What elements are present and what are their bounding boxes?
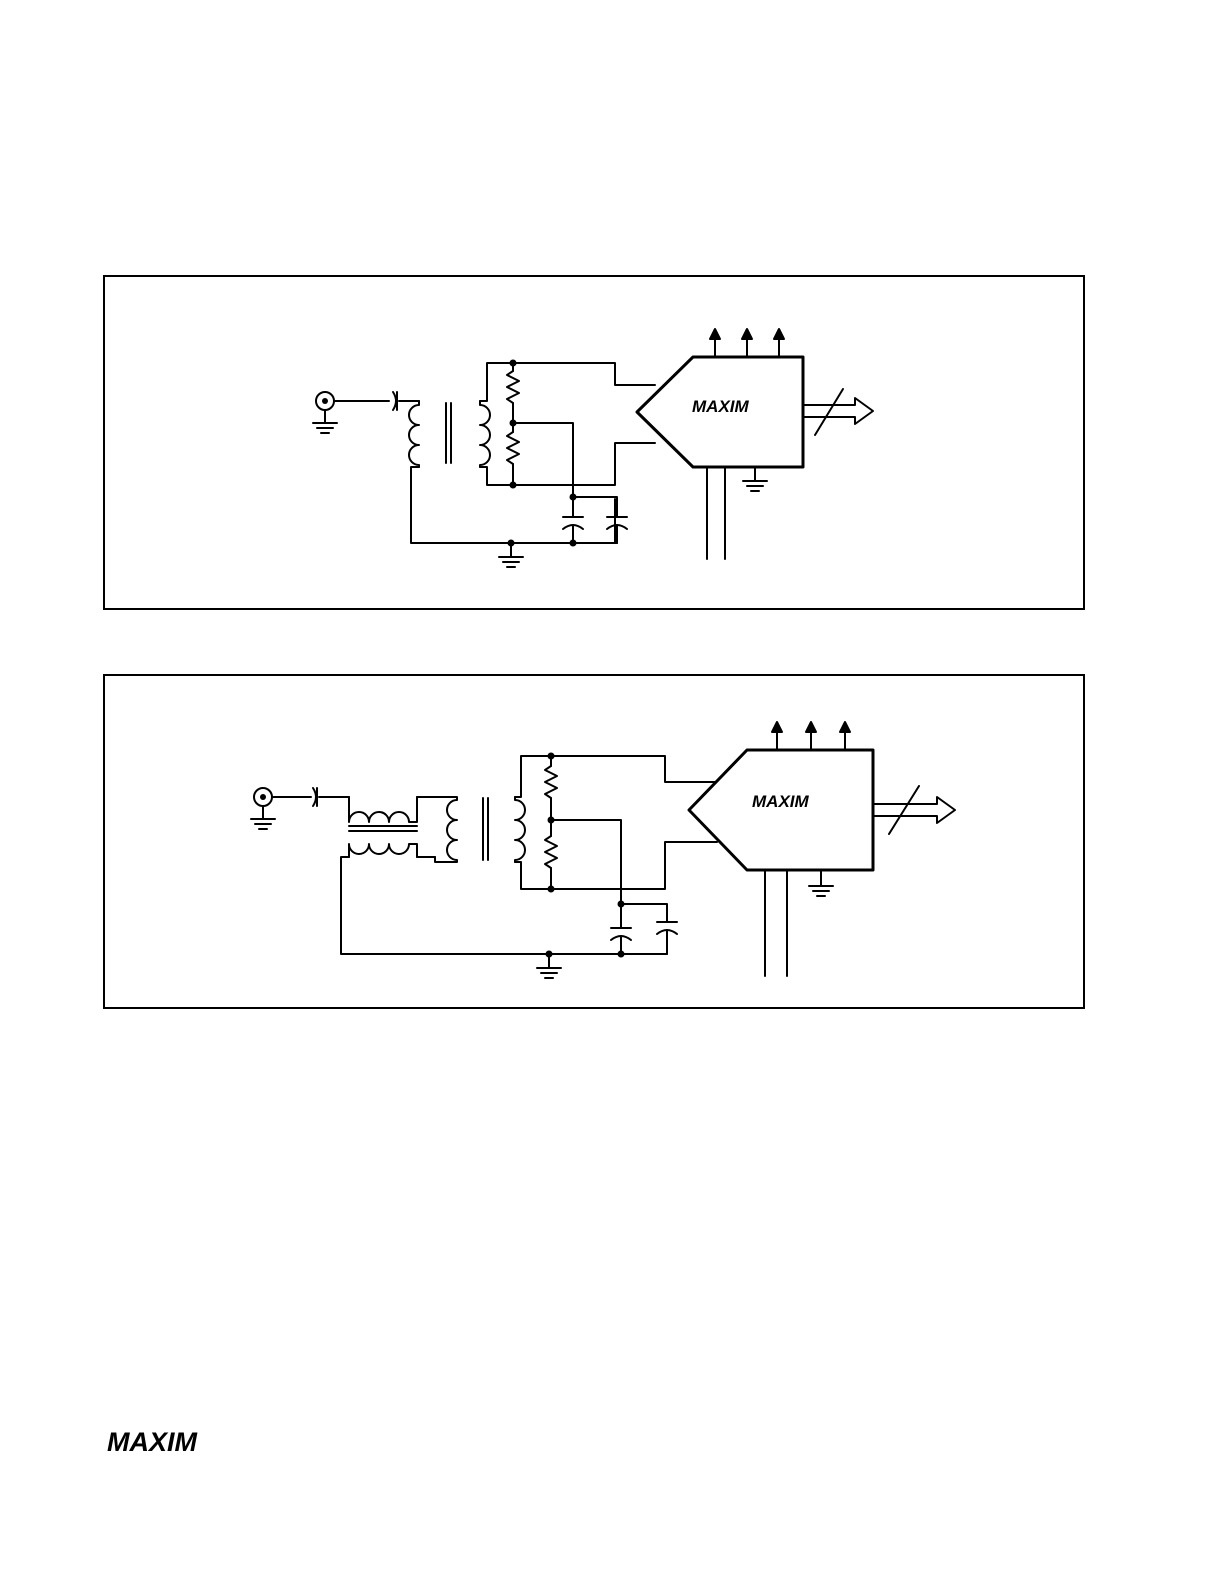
coupling-capacitor bbox=[393, 392, 397, 410]
balun-transformer bbox=[349, 797, 417, 857]
output-bus-arrow bbox=[873, 786, 955, 834]
ground-symbol bbox=[499, 543, 523, 567]
svg-text:MAXIM: MAXIM bbox=[752, 792, 810, 811]
supply-arrows bbox=[772, 722, 850, 750]
resistor-divider bbox=[545, 753, 557, 893]
coax-input-connector bbox=[251, 788, 275, 829]
chip-ground bbox=[809, 870, 833, 896]
circuit-figure-2: MAXIM bbox=[103, 674, 1085, 1009]
transformer bbox=[435, 797, 525, 862]
output-bus-arrow bbox=[803, 389, 873, 435]
schematic-2 bbox=[105, 676, 1087, 1011]
schematic-1 bbox=[105, 277, 1087, 612]
ground-symbol bbox=[537, 954, 561, 978]
svg-text:MAXIM: MAXIM bbox=[692, 397, 750, 416]
footer-brand-text: MAXIM bbox=[107, 1428, 198, 1456]
circuit-figure-1: MAXIM bbox=[103, 275, 1085, 610]
chip-logo-1: MAXIM bbox=[690, 394, 790, 418]
coax-input-connector bbox=[313, 392, 337, 433]
coupling-capacitor bbox=[313, 788, 317, 806]
transformer bbox=[409, 401, 490, 467]
chip-ground bbox=[743, 467, 767, 491]
chip-logo-2: MAXIM bbox=[750, 789, 850, 813]
supply-arrows bbox=[710, 329, 784, 357]
footer-brand-logo: MAXIM bbox=[107, 1428, 257, 1456]
